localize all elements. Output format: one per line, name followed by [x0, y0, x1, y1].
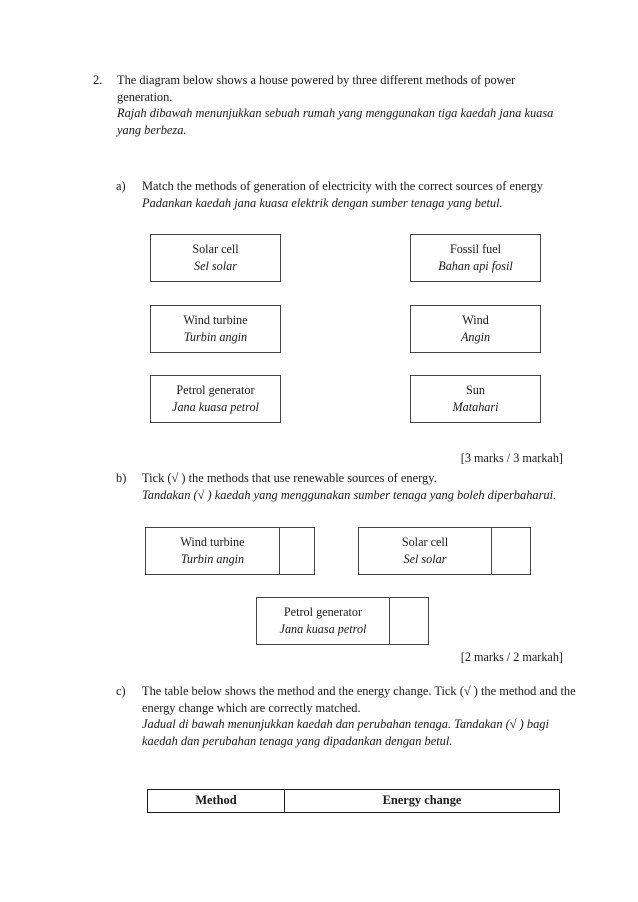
- tick-option-wind-turbine[interactable]: Wind turbine Turbin angin: [145, 527, 315, 575]
- question-text-malay: Rajah dibawah menunjukkan sebuah rumah y…: [117, 106, 554, 137]
- energy-change-table-header-method: Method: [147, 789, 285, 813]
- part-b-text-english: Tick (√ ) the methods that use renewable…: [142, 471, 437, 485]
- part-c: c) The table below shows the method and …: [116, 683, 576, 749]
- match-box-method-1-malay: Sel solar: [194, 259, 237, 273]
- question-text-english: The diagram below shows a house powered …: [117, 73, 516, 104]
- part-c-label: c): [116, 684, 126, 698]
- question-number: 2.: [93, 73, 103, 87]
- tick-option-wind-turbine-malay: Turbin angin: [180, 552, 245, 566]
- part-b-label: b): [116, 471, 127, 485]
- tick-option-wind-turbine-checkbox[interactable]: [280, 528, 314, 574]
- match-box-method-3-english: Petrol generator: [176, 383, 255, 397]
- tick-option-solar-cell-checkbox[interactable]: [492, 528, 530, 574]
- match-box-method-2-malay: Turbin angin: [183, 330, 248, 344]
- energy-change-table-header-row: Method Energy change: [147, 789, 560, 813]
- part-a: a) Match the methods of generation of el…: [116, 178, 576, 211]
- tick-option-petrol-generator[interactable]: Petrol generator Jana kuasa petrol: [256, 597, 429, 645]
- question-block: 2. The diagram below shows a house power…: [93, 72, 563, 138]
- tick-option-wind-turbine-label: Wind turbine Turbin angin: [146, 528, 280, 574]
- match-box-source-1[interactable]: Fossil fuel Bahan api fosil: [410, 234, 541, 282]
- tick-option-solar-cell-english: Solar cell: [401, 535, 449, 549]
- part-c-text: The table below shows the method and the…: [142, 683, 576, 749]
- part-a-text-malay: Padankan kaedah jana kuasa elektrik deng…: [142, 195, 503, 210]
- part-b-marks: [2 marks / 2 markah]: [460, 650, 563, 664]
- match-box-source-1-malay: Bahan api fosil: [438, 259, 513, 273]
- tick-option-petrol-generator-english: Petrol generator: [283, 605, 363, 619]
- match-box-method-3[interactable]: Petrol generator Jana kuasa petrol: [150, 375, 281, 423]
- tick-option-wind-turbine-english: Wind turbine: [180, 535, 245, 549]
- match-box-source-3-malay: Matahari: [452, 400, 499, 414]
- tick-option-solar-cell-label: Solar cell Sel solar: [359, 528, 492, 574]
- match-box-method-1-english: Solar cell: [192, 242, 239, 256]
- match-box-source-3-english: Sun: [466, 383, 485, 397]
- tick-option-solar-cell[interactable]: Solar cell Sel solar: [358, 527, 531, 575]
- tick-option-petrol-generator-label: Petrol generator Jana kuasa petrol: [257, 598, 390, 644]
- energy-change-table-header-energy-change: Energy change: [284, 789, 560, 813]
- match-box-source-2[interactable]: Wind Angin: [410, 305, 541, 353]
- part-c-text-malay: Jadual di bawah menunjukkan kaedah dan p…: [142, 717, 549, 748]
- part-a-label: a): [116, 179, 126, 193]
- part-b-text-malay: Tandakan (√ ) kaedah yang menggunakan su…: [142, 487, 557, 502]
- match-box-source-3[interactable]: Sun Matahari: [410, 375, 541, 423]
- match-box-source-2-malay: Angin: [460, 330, 491, 344]
- part-b: b) Tick (√ ) the methods that use renewa…: [116, 470, 576, 503]
- energy-change-table: Method Energy change: [147, 789, 560, 813]
- question-text: The diagram below shows a house powered …: [117, 72, 563, 138]
- part-c-text-english: The table below shows the method and the…: [142, 684, 576, 715]
- tick-option-solar-cell-malay: Sel solar: [403, 552, 447, 566]
- part-a-text-english: Match the methods of generation of elect…: [142, 179, 543, 193]
- part-a-marks: [3 marks / 3 markah]: [460, 451, 563, 465]
- match-box-method-1[interactable]: Solar cell Sel solar: [150, 234, 281, 282]
- part-b-text: Tick (√ ) the methods that use renewable…: [142, 470, 576, 503]
- match-box-method-3-malay: Jana kuasa petrol: [172, 400, 259, 414]
- match-box-method-2-english: Wind turbine: [183, 313, 248, 327]
- part-a-text: Match the methods of generation of elect…: [142, 178, 576, 211]
- match-box-method-2[interactable]: Wind turbine Turbin angin: [150, 305, 281, 353]
- match-box-source-2-english: Wind: [462, 313, 489, 327]
- tick-option-petrol-generator-checkbox[interactable]: [390, 598, 428, 644]
- tick-option-petrol-generator-malay: Jana kuasa petrol: [279, 622, 367, 636]
- match-box-source-1-english: Fossil fuel: [449, 242, 502, 256]
